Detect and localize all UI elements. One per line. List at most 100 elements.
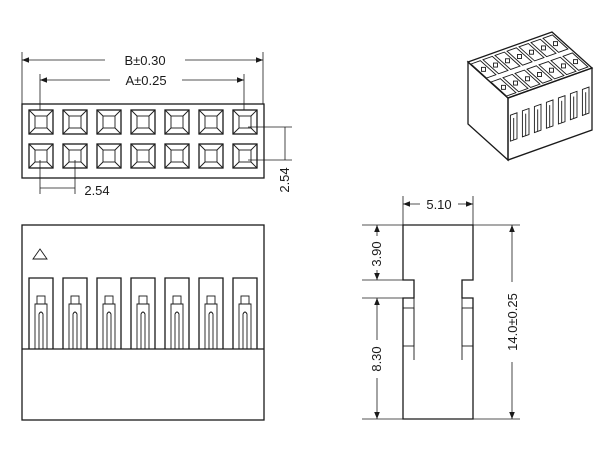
- side-latch-left: [402, 307, 415, 347]
- slot-outline: [232, 277, 258, 349]
- pin-cell-inner: [204, 149, 218, 163]
- contact-tip: [242, 311, 248, 349]
- iso-pin-opening: [562, 52, 589, 71]
- pin-cell-outer: [28, 109, 54, 135]
- pin-cell: [198, 109, 224, 135]
- side-view-outline: [402, 224, 474, 420]
- slot-outline: [130, 277, 156, 349]
- slot-window: [138, 295, 148, 305]
- pin-cell-outer: [96, 109, 122, 135]
- pin-cell-inner: [170, 149, 184, 163]
- pin-cell-outer: [198, 109, 224, 135]
- slot-window: [104, 295, 114, 305]
- pin-cell-inner: [68, 115, 82, 129]
- slot-outline: [96, 277, 122, 349]
- contact-tip: [106, 311, 112, 349]
- iso-pin-opening: [514, 69, 541, 88]
- pin-cell: [164, 143, 190, 169]
- iso-slot: [521, 107, 530, 138]
- slot-window: [240, 295, 250, 305]
- dimension-side-lower-label: 8.30: [369, 346, 384, 371]
- pin-cell-outer: [164, 109, 190, 135]
- pin-cell: [232, 109, 258, 135]
- slot-window: [172, 295, 182, 305]
- contact-tip: [140, 311, 146, 349]
- front-contact-slots: [28, 277, 258, 349]
- pin-cell-inner: [102, 149, 116, 163]
- contact-slot: [96, 277, 122, 349]
- pin-cell-outer: [130, 109, 156, 135]
- iso-pin-opening: [542, 34, 569, 53]
- pin-cell: [28, 143, 54, 169]
- iso-pin-openings: [470, 34, 589, 97]
- iso-left-face: [467, 60, 509, 162]
- dimension-pitch-label: 2.54: [84, 183, 109, 198]
- pin-cell-inner: [136, 115, 150, 129]
- pin-cell-outer: [198, 143, 224, 169]
- pin-cell-outer: [232, 109, 258, 135]
- pin-cell: [130, 143, 156, 169]
- pin-cell-outer: [96, 143, 122, 169]
- slot-window: [36, 295, 46, 305]
- contact-slot: [130, 277, 156, 349]
- dimension-side-width-label: 5.10: [426, 197, 451, 212]
- front-view-outline: [21, 224, 265, 421]
- slot-outline: [62, 277, 88, 349]
- iso-slot: [509, 112, 518, 142]
- contact-slot: [232, 277, 258, 349]
- pin-cell-inner: [102, 115, 116, 129]
- iso-top-face: [466, 31, 594, 99]
- iso-pin-opening: [526, 65, 553, 84]
- side-latch-right: [461, 307, 474, 347]
- pin-cell-inner: [136, 149, 150, 163]
- pin-cell-outer: [28, 143, 54, 169]
- pin-cell-inner: [204, 115, 218, 129]
- iso-slot: [545, 99, 554, 129]
- slot-outline: [28, 277, 54, 349]
- iso-pin-opening: [502, 73, 529, 93]
- pin-cell-outer: [62, 109, 88, 135]
- pin-cell: [232, 143, 258, 169]
- iso-pin-opening: [490, 78, 517, 97]
- dimension-side-upper-label: 3.90: [369, 241, 384, 266]
- contact-spring: [136, 303, 150, 349]
- slot-outline: [164, 277, 190, 349]
- pin-cell-outer: [130, 143, 156, 169]
- contact-spring: [204, 303, 218, 349]
- top-dimensions: B±0.30 A±0.25 2.54 2.54: [21, 52, 292, 198]
- side-dimensions: 5.10 3.90 8.30 14.0±0.25: [362, 196, 520, 420]
- isometric-view: [466, 31, 594, 162]
- pin-cell: [130, 109, 156, 135]
- iso-slot: [581, 86, 590, 117]
- iso-pin-opening: [530, 38, 557, 58]
- pin-cell: [164, 109, 190, 135]
- iso-pin-opening: [518, 43, 545, 62]
- slot-outline: [198, 277, 224, 349]
- iso-slot: [533, 103, 542, 134]
- pin-cell-inner: [238, 115, 252, 129]
- pin-cell-inner: [34, 149, 48, 163]
- dimension-a-label: A±0.25: [125, 73, 166, 88]
- contact-tip: [174, 311, 180, 349]
- iso-pin-opening: [494, 51, 521, 70]
- iso-pin-opening: [470, 60, 497, 79]
- contact-spring: [34, 303, 48, 349]
- pin-cell: [198, 143, 224, 169]
- iso-slot: [557, 95, 566, 125]
- iso-front-slots: [509, 86, 590, 142]
- pin-cell-inner: [170, 115, 184, 129]
- dimension-row-pitch-label: 2.54: [277, 167, 292, 192]
- pin-one-triangle-icon: [32, 248, 48, 260]
- dimension-side-height-label: 14.0±0.25: [505, 293, 520, 351]
- dimension-b-label: B±0.30: [124, 53, 165, 68]
- pin-cell-inner: [34, 115, 48, 129]
- pin-cell: [96, 109, 122, 135]
- contact-tip: [208, 311, 214, 349]
- iso-pin-opening: [482, 55, 509, 75]
- top-view: [21, 103, 265, 179]
- side-view: [402, 224, 474, 420]
- contact-spring: [238, 303, 252, 349]
- slot-window: [206, 295, 216, 305]
- front-view: [21, 224, 265, 421]
